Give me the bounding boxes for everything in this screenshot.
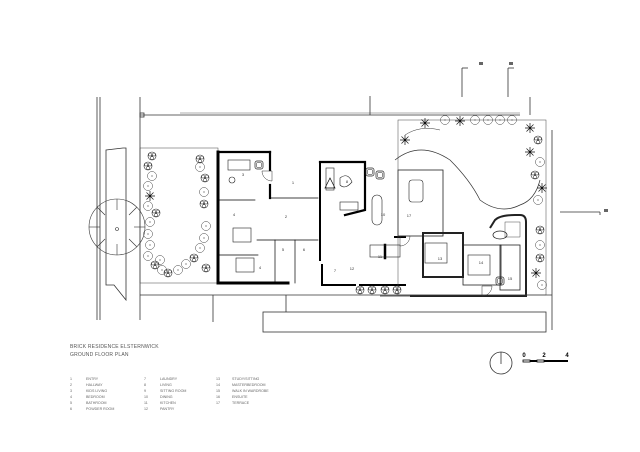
scale-bar: 0 2 4: [522, 353, 569, 363]
front-garden-planting: [139, 147, 219, 284]
rear-garden: [355, 115, 548, 296]
svg-text:8: 8: [346, 179, 349, 184]
site-boundary: [96, 67, 601, 333]
svg-text:1: 1: [292, 180, 295, 185]
svg-text:12: 12: [350, 266, 355, 271]
svg-text:3: 3: [242, 172, 245, 177]
drawing-subtitle: GROUND FLOOR PLAN: [70, 352, 129, 358]
room-labels: 3 1 2 4 4 5 6 7 8 10 11 12 13 14 15 17: [233, 172, 513, 281]
svg-text:7: 7: [334, 268, 337, 273]
svg-text:0: 0: [522, 353, 526, 359]
north-arrow: [489, 351, 513, 375]
rear-wing: [380, 169, 527, 297]
svg-text:2: 2: [542, 353, 546, 359]
drawing-title: BRICK RESIDENCE ELSTERNWICK: [70, 344, 159, 350]
svg-text:6: 6: [303, 247, 306, 252]
gridline-markers: [479, 62, 608, 212]
svg-text:11: 11: [378, 254, 383, 259]
svg-text:4: 4: [233, 212, 236, 217]
svg-text:14: 14: [479, 260, 484, 265]
walls: [216, 150, 406, 286]
svg-text:17: 17: [407, 213, 412, 218]
street-tree-symbol: [88, 198, 146, 256]
svg-text:2: 2: [285, 214, 288, 219]
svg-text:13: 13: [438, 256, 443, 261]
svg-text:4: 4: [259, 265, 262, 270]
title-block: BRICK RESIDENCE ELSTERNWICK GROUND FLOOR…: [70, 343, 159, 359]
svg-text:5: 5: [282, 247, 285, 252]
svg-text:10: 10: [381, 212, 386, 217]
furniture: [227, 159, 505, 297]
svg-text:4: 4: [565, 353, 569, 359]
svg-text:15: 15: [508, 276, 513, 281]
